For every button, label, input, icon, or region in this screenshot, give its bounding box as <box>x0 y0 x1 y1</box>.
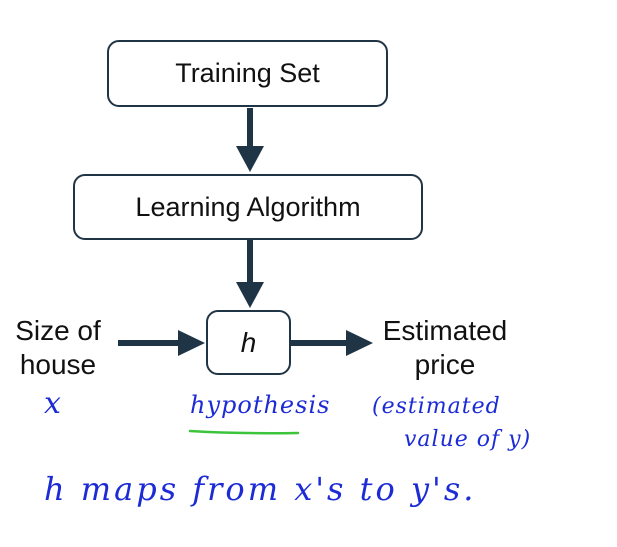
arrow-learning-to-h <box>236 240 264 308</box>
mapping-note: h maps from x's to y's. <box>44 470 477 508</box>
output-label-line2: price <box>414 349 476 380</box>
training-set-label: Training Set <box>175 58 320 88</box>
arrow-training-to-learning <box>236 108 264 172</box>
arrow-h-to-output <box>291 330 373 356</box>
training-set-box: Training Set <box>107 40 388 107</box>
input-label: Size of house <box>8 314 108 382</box>
hypothesis-underline <box>188 429 300 435</box>
output-note-line1: (estimated <box>372 394 501 419</box>
output-label: Estimated price <box>370 314 520 382</box>
hypothesis-note: hypothesis <box>190 391 331 419</box>
input-label-line1: Size of <box>15 315 101 346</box>
output-note-line2: value of y) <box>404 427 532 452</box>
learning-algorithm-label: Learning Algorithm <box>135 191 361 222</box>
output-label-line1: Estimated <box>382 315 508 346</box>
input-label-line2: house <box>19 349 97 380</box>
learning-algorithm-box: Learning Algorithm <box>73 174 423 240</box>
arrow-input-to-h <box>118 330 205 356</box>
hypothesis-box: h <box>206 310 291 375</box>
input-variable-note: x <box>44 386 62 421</box>
hypothesis-label: h <box>240 326 257 358</box>
